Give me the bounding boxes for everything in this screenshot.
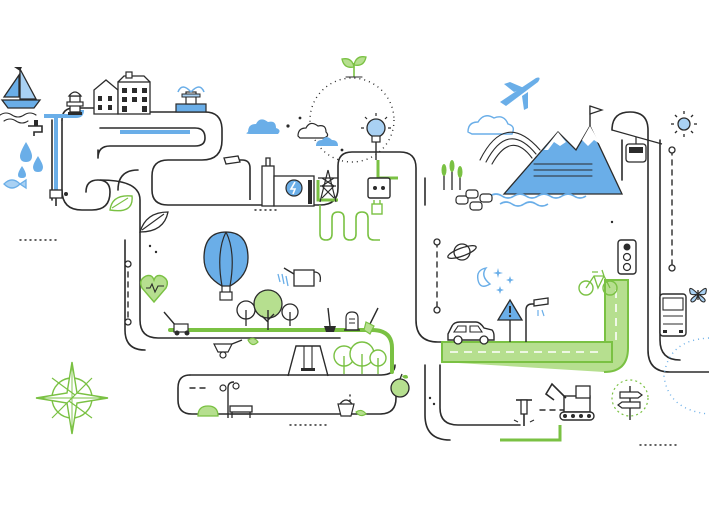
light-bulb-icon — [361, 113, 391, 160]
sun-icon — [671, 111, 697, 137]
flag-icon — [589, 105, 604, 115]
street-lamp-icon — [223, 155, 251, 200]
leaf-icon — [109, 195, 169, 233]
dotted-arc — [663, 337, 709, 415]
cable-car-icon — [611, 129, 663, 163]
water-tap-icon — [28, 120, 43, 136]
fire-hydrant-icon — [66, 91, 84, 115]
houses-icon — [93, 71, 151, 115]
sparkle-stars — [286, 116, 344, 152]
bucket-icon — [337, 399, 367, 417]
dotted-orbit — [309, 77, 395, 163]
pipe-valve-icon — [49, 189, 68, 206]
heart-icon — [139, 274, 169, 304]
mountains-icon — [502, 105, 624, 195]
sailboat-icon — [0, 67, 42, 124]
bush-icon — [197, 405, 219, 417]
power-socket-icon — [367, 177, 391, 199]
sprout-icon — [341, 56, 367, 78]
rocks-icon — [455, 189, 493, 211]
clouds-icon — [246, 115, 515, 146]
water-drops-icon — [18, 142, 43, 178]
bus-icon — [659, 293, 687, 337]
signpost-icon — [611, 379, 649, 420]
jackhammer-icon — [513, 399, 535, 426]
park-lamp-icon — [219, 381, 240, 418]
shovel-icon — [363, 307, 379, 335]
lamp-post-icon — [124, 146, 676, 326]
green-trees-icon — [333, 341, 387, 374]
hot-air-balloon-icon — [203, 231, 249, 301]
gravestone-icon — [344, 311, 360, 331]
trees-icon — [236, 289, 299, 330]
traffic-light-icon — [617, 239, 637, 275]
plug-icon — [319, 200, 383, 241]
airplane-icon — [500, 77, 540, 110]
green-road — [168, 160, 629, 442]
swing-icon — [287, 345, 329, 377]
fish-icon — [3, 178, 27, 190]
lake-waves — [489, 193, 587, 207]
winding-road — [51, 107, 709, 441]
street-lamp-icon — [525, 297, 549, 342]
excavator-icon — [544, 382, 595, 421]
moon-stars-icon — [476, 266, 514, 294]
rake-icon — [324, 307, 336, 332]
bicycle-icon — [578, 269, 618, 296]
water-pipe — [44, 109, 190, 198]
butterfly-icon — [689, 287, 707, 303]
dotted-accents — [148, 220, 614, 406]
factory-icon — [261, 157, 315, 207]
car-icon — [447, 321, 495, 345]
warning-sign-icon — [496, 298, 524, 342]
apple-icon — [390, 373, 410, 398]
reeds-icon — [441, 160, 463, 190]
wheelbarrow-icon — [213, 337, 259, 359]
lawn-mower-icon — [163, 311, 190, 336]
fountain-icon — [175, 86, 207, 113]
planet-icon — [447, 243, 477, 261]
watering-can-icon — [277, 267, 322, 287]
rainbow-arcs — [479, 131, 541, 165]
power-pylon-icon — [318, 169, 338, 203]
compass-rose-icon — [35, 361, 109, 435]
bench-icon — [229, 405, 253, 418]
